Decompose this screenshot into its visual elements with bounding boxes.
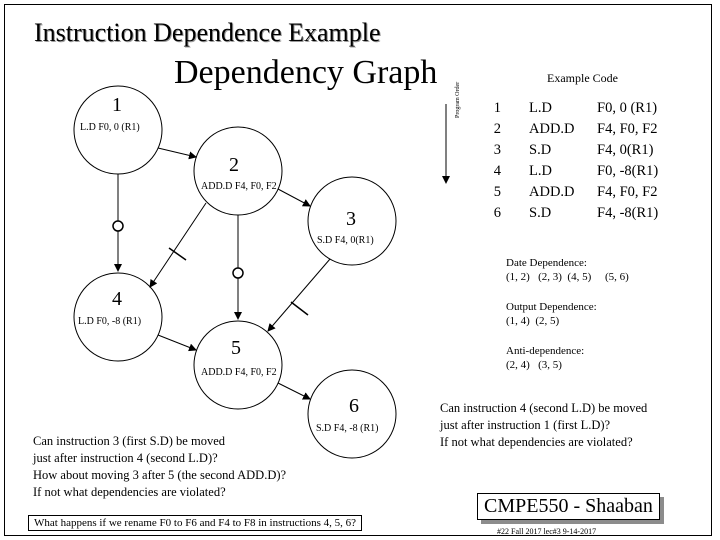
code-line-number: 4 [493, 163, 501, 179]
edge-5-6 [277, 382, 311, 400]
slide-title: Instruction Dependence Example [34, 18, 381, 47]
output-dependence-block: Output Dependence: (1, 4) (2, 5) [506, 300, 597, 328]
code-opcodes: L.D ADD.D S.D L.D ADD.D S.D [529, 98, 575, 224]
code-operand: F4, F0, F2 [597, 121, 658, 137]
node-4-circle [73, 272, 163, 362]
question-2-line: If not what dependencies are violated? [440, 435, 633, 449]
question-2-line: just after instruction 1 (first L.D)? [440, 418, 611, 432]
question-1: Can instruction 3 (first S.D) be moved j… [33, 433, 286, 501]
node-5-number: 5 [231, 337, 241, 359]
output-dependence-title: Output Dependence: [506, 301, 597, 313]
code-line-number: 6 [493, 205, 501, 221]
code-line-number: 1 [493, 100, 501, 116]
code-line-number: 5 [493, 184, 501, 200]
code-operand: F0, 0 (R1) [597, 100, 658, 116]
node-2-label: ADD.D F4, F0, F2 [201, 181, 277, 192]
code-line-number: 2 [493, 121, 501, 137]
code-opcode: L.D [529, 163, 552, 179]
program-order-label: Program Order [455, 81, 461, 118]
node-5-circle [193, 320, 283, 410]
anti-dependence-title: Anti-dependence: [506, 345, 585, 357]
edge-1-4-marker [112, 220, 124, 232]
code-opcode: S.D [529, 142, 552, 158]
edge-4-5 [157, 334, 197, 352]
edge-2-5-marker [232, 267, 244, 279]
course-brand: CMPE550 - Shaaban [477, 493, 660, 520]
example-code-heading: Example Code [547, 71, 618, 85]
code-opcode: ADD.D [529, 121, 575, 137]
node-2-number: 2 [229, 154, 239, 176]
question-1-line: If not what dependencies are violated? [33, 485, 226, 499]
node-1-number: 1 [112, 94, 122, 116]
data-dependence-pairs: (1, 2) (2, 3) (4, 5) (5, 6) [506, 271, 629, 283]
edge-1-2 [157, 147, 197, 160]
edge-3-5 [267, 258, 331, 332]
edge-3-5-marker [290, 301, 309, 316]
data-dependence-block: Date Dependence: (1, 2) (2, 3) (4, 5) (5… [506, 256, 629, 284]
data-dependence-title: Date Dependence: [506, 257, 587, 269]
edge-2-3 [277, 188, 311, 207]
node-3-label: S.D F4, 0(R1) [317, 235, 374, 246]
code-operand: F0, -8(R1) [597, 163, 659, 179]
code-line-numbers: 1 2 3 4 5 6 [487, 98, 501, 224]
slide-frame [4, 4, 712, 536]
code-operand: F4, 0(R1) [597, 142, 654, 158]
node-4-number: 4 [112, 288, 122, 310]
question-2: Can instruction 4 (second L.D) be moved … [440, 400, 647, 451]
anti-dependence-pairs: (2, 4) (3, 5) [506, 359, 562, 371]
output-dependence-pairs: (1, 4) (2, 5) [506, 315, 560, 327]
node-6-number: 6 [349, 395, 359, 417]
code-opcode: ADD.D [529, 184, 575, 200]
question-1-line: Can instruction 3 (first S.D) be moved [33, 434, 225, 448]
node-6-label: S.D F4, -8 (R1) [316, 423, 379, 434]
node-3-number: 3 [346, 208, 356, 230]
question-1-line: How about moving 3 after 5 (the second A… [33, 468, 287, 482]
edge-2-4 [149, 202, 207, 288]
code-opcode: L.D [529, 100, 552, 116]
code-line-number: 3 [493, 142, 501, 158]
rename-question: What happens if we rename F0 to F6 and F… [28, 515, 363, 531]
code-operands: F0, 0 (R1) F4, F0, F2 F4, 0(R1) F0, -8(R… [597, 98, 658, 224]
code-operand: F4, -8(R1) [597, 205, 659, 221]
graph-title: Dependency Graph [174, 54, 438, 91]
node-6-circle [307, 369, 397, 459]
question-2-line: Can instruction 4 (second L.D) be moved [440, 401, 648, 415]
slide-footer: #22 Fall 2017 lec#3 9-14-2017 [497, 527, 597, 536]
code-operand: F4, F0, F2 [597, 184, 658, 200]
node-3-circle [307, 176, 397, 266]
node-5-label: ADD.D F4, F0, F2 [201, 367, 277, 378]
question-1-line: just after instruction 4 (second L.D)? [33, 451, 218, 465]
anti-dependence-block: Anti-dependence: (2, 4) (3, 5) [506, 344, 584, 372]
code-opcode: S.D [529, 205, 552, 221]
node-4-label: L.D F0, -8 (R1) [78, 316, 142, 327]
node-1-label: L.D F0, 0 (R1) [80, 122, 140, 133]
edge-2-4-marker [168, 247, 187, 261]
